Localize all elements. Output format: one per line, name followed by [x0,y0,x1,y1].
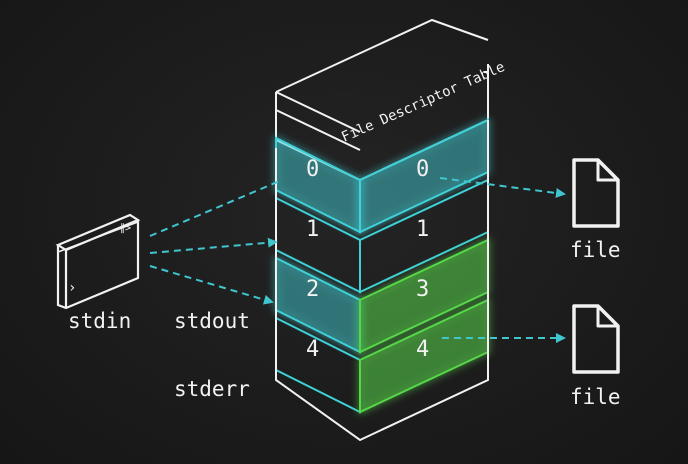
stdin-label: stdin [68,309,131,333]
fd-row-2-left-number: 2 [306,277,319,302]
fd-row-0-right-number: 0 [416,157,429,182]
fd-row-2-right-number: 3 [416,277,429,302]
fd-row-1-left-number: 1 [306,217,319,242]
fd-rows: 0 0 1 1 2 3 4 4 [275,118,489,414]
table-frame [275,120,489,442]
terminal-tab-glyph: ∥> [120,223,131,234]
stdout-label: stdout [174,309,250,333]
arrow-stderr-to-fd2 [149,265,274,305]
fd-row-0-left-number: 0 [306,157,319,182]
file-icon[interactable] [572,304,620,374]
file-label-2: file [570,385,621,409]
fd-row-3-right-number: 4 [416,337,429,362]
file-icon[interactable] [572,158,620,228]
fd-row-3-left-number: 4 [306,337,319,362]
terminal-prompt-glyph: › [68,280,76,296]
file-label-1: file [570,238,621,262]
terminal-window-icon[interactable]: ∥> › [55,213,141,310]
stderr-label: stderr [174,377,250,401]
arrow-stdin-to-fd0 [149,179,283,237]
arrow-fd0-to-file1 [439,177,566,198]
table-header-box [275,18,489,182]
fd-row-1-right-number: 1 [416,217,429,242]
arrow-stdout-to-fd1 [149,237,278,254]
